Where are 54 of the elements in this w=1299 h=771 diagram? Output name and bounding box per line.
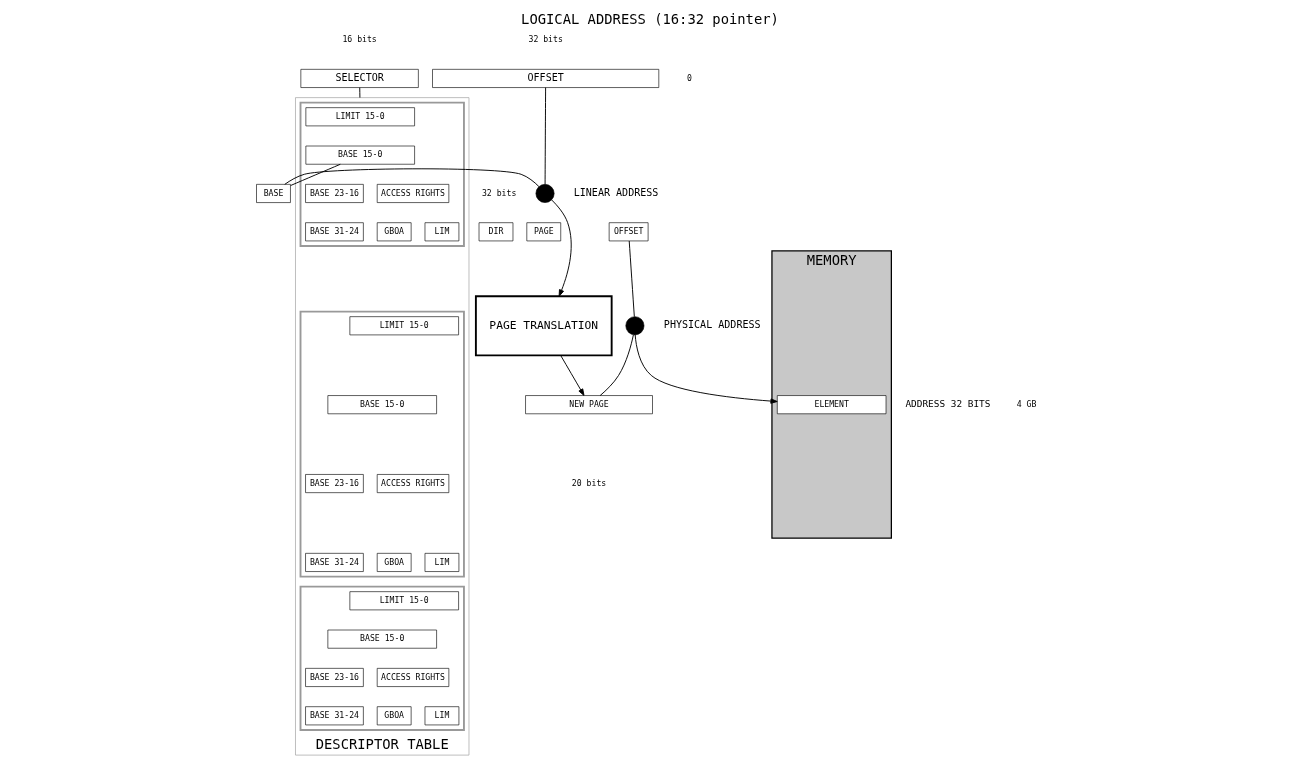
node-box: SELECTOR — [300, 69, 419, 88]
node-box: BASE 15-0 — [305, 145, 415, 165]
label: 4 GB — [1016, 398, 1036, 409]
node-box: LIMIT 15-0 — [349, 591, 459, 611]
label: 0 — [686, 72, 692, 83]
node-box: PAGE — [526, 222, 561, 242]
node-box: BASE 23-16 — [304, 474, 364, 493]
node-box: DIR — [478, 222, 513, 242]
connector — [544, 87, 546, 185]
node-box: OFFSET — [431, 69, 659, 88]
label: 32 bits — [527, 34, 563, 45]
connector — [599, 334, 634, 396]
node-box: BASE 23-16 — [304, 184, 364, 203]
node-box: BASE 31-24 — [304, 706, 364, 726]
node-box: GBOA — [376, 706, 411, 726]
node-box: GBOA — [376, 553, 411, 572]
node-box: BASE 31-24 — [304, 222, 364, 242]
node-box: LIM — [424, 222, 459, 242]
node-box: BASE 15-0 — [327, 395, 437, 415]
node-box: GBOA — [376, 222, 411, 242]
node-box: BASE 31-24 — [304, 553, 364, 572]
arrow — [634, 334, 778, 404]
label: 32 bits — [481, 187, 516, 198]
node-box: BASE 15-0 — [327, 629, 437, 649]
node-box: PAGE TRANSLATION — [474, 295, 613, 357]
node-box: LIM — [424, 553, 459, 572]
node-box: OFFSET — [608, 222, 648, 242]
node-box: NEW PAGE — [524, 395, 653, 415]
node-circle — [535, 184, 554, 203]
node-label: LINEAR ADDRESS — [573, 186, 658, 198]
cluster — [299, 101, 465, 247]
node-box: ACCESS RIGHTS — [376, 474, 449, 493]
cluster — [299, 310, 465, 578]
connector — [289, 163, 341, 186]
node-box: LIMIT 15-0 — [305, 107, 415, 127]
node-box: ELEMENT — [776, 395, 886, 415]
connector — [283, 168, 539, 188]
node-box: BASE — [255, 184, 291, 203]
node-label: PHYSICAL ADDRESS — [663, 319, 761, 331]
node-box: LIMIT 15-0 — [349, 316, 459, 336]
cluster — [299, 585, 465, 731]
connector — [358, 87, 360, 99]
diagram-title: LOGICAL ADDRESS (16:32 pointer) — [520, 11, 779, 28]
arrow — [559, 355, 584, 396]
node-label: ADDRESS 32 BITS — [904, 397, 990, 409]
node-box: LIM — [424, 706, 459, 726]
node-circle — [625, 316, 644, 336]
label: 20 bits — [571, 477, 606, 488]
node-box: ACCESS RIGHTS — [376, 184, 449, 203]
connector — [628, 240, 635, 318]
node-box: BASE 23-16 — [304, 668, 364, 687]
label: 16 bits — [341, 34, 377, 45]
arrow — [550, 199, 572, 297]
node-box: ACCESS RIGHTS — [376, 668, 449, 687]
